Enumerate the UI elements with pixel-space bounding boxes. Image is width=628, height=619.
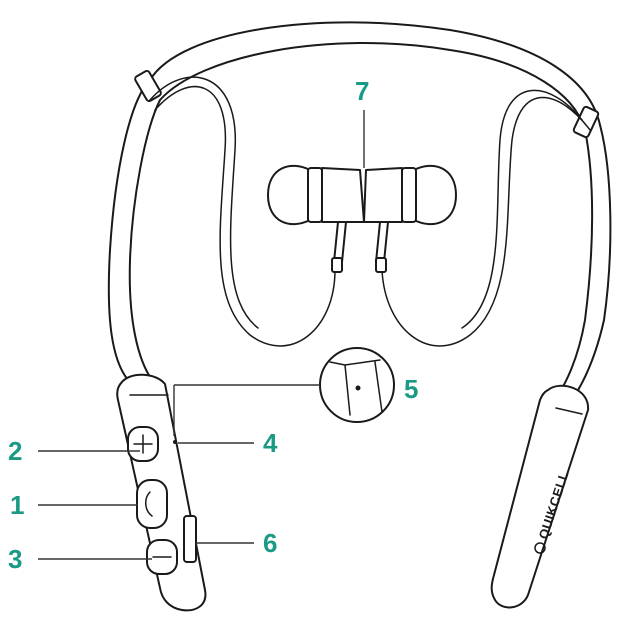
- leader-lines: [38, 110, 365, 560]
- right-pod: QUIKCELL: [490, 384, 590, 609]
- earbud-cables: [149, 76, 591, 347]
- left-earbud: [267, 165, 365, 273]
- callout-2: 2: [8, 436, 22, 466]
- callout-1: 1: [10, 490, 24, 520]
- callout-7: 7: [355, 76, 369, 106]
- neckband: [107, 21, 612, 401]
- callout-4: 4: [263, 428, 278, 458]
- microphone-hole: [173, 440, 177, 444]
- right-earbud: [363, 165, 457, 273]
- charging-port-cover: [183, 515, 197, 563]
- callout-5: 5: [404, 374, 418, 404]
- callout-labels: 1 2 3 4 5 6 7: [8, 76, 418, 574]
- callout-3: 3: [8, 544, 22, 574]
- left-control-pod: [116, 373, 207, 612]
- callout-6: 6: [263, 528, 277, 558]
- multifunction-button[interactable]: [136, 479, 168, 529]
- microphone-detail-magnifier: [319, 347, 395, 423]
